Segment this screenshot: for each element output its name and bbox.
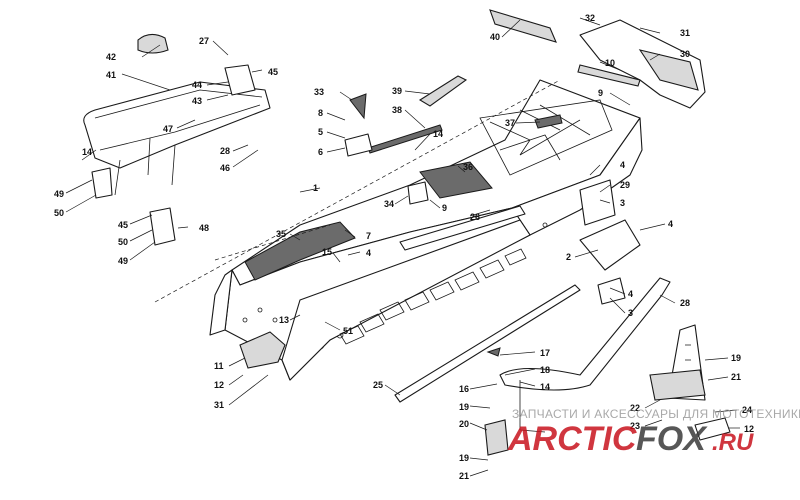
callout-31-lower: 31	[214, 400, 224, 410]
callout-4-d: 4	[366, 248, 371, 258]
callout-24: 24	[742, 405, 752, 415]
callout-49-left: 49	[54, 189, 64, 199]
callout-14-lower: 14	[540, 382, 550, 392]
callout-36: 36	[463, 162, 473, 172]
callout-6: 6	[318, 147, 323, 157]
callout-9-mid: 9	[442, 203, 447, 213]
rear-hitch-assembly	[484, 277, 731, 456]
callout-7: 7	[366, 231, 371, 241]
callout-41: 41	[106, 70, 116, 80]
callout-18: 18	[540, 365, 550, 375]
callout-51: 51	[343, 326, 353, 336]
callout-38: 38	[392, 105, 402, 115]
callout-19-a: 19	[459, 402, 469, 412]
callout-5: 5	[318, 127, 323, 137]
callout-numbers: 42 41 27 44 43 45 47 28 46 14 49 50 45 5…	[54, 13, 754, 481]
watermark-logo-arctic: ARCTIC	[507, 420, 637, 458]
callout-30: 30	[680, 49, 690, 59]
callout-1: 1	[313, 183, 318, 193]
callout-43: 43	[192, 96, 202, 106]
callout-48: 48	[199, 223, 209, 233]
callout-21-left: 21	[459, 471, 469, 481]
callout-10: 10	[605, 58, 615, 68]
callout-19-c: 19	[731, 353, 741, 363]
callout-21-right: 21	[731, 372, 741, 382]
callout-19-b: 19	[459, 453, 469, 463]
callout-3-lower: 3	[628, 308, 633, 318]
callout-12-right: 12	[744, 424, 754, 434]
lower-front-parts	[239, 219, 641, 369]
tunnel-chassis	[154, 79, 643, 403]
callout-4-b: 4	[668, 219, 673, 229]
callout-34: 34	[384, 199, 394, 209]
callout-28-right: 28	[680, 298, 690, 308]
callout-15: 15	[322, 247, 332, 257]
callout-32: 32	[585, 13, 595, 23]
callout-2: 2	[566, 252, 571, 262]
watermark-tagline: ЗАПЧАСТИ И АКСЕССУАРЫ ДЛЯ МОТОТЕХНИКИ	[512, 407, 800, 421]
callout-9-top: 9	[598, 88, 603, 98]
callout-4-a: 4	[620, 160, 625, 170]
callout-17: 17	[540, 348, 550, 358]
callout-31-top: 31	[680, 28, 690, 38]
callout-8: 8	[318, 108, 323, 118]
callout-42: 42	[106, 52, 116, 62]
callout-47: 47	[163, 124, 173, 134]
callout-26: 26	[470, 212, 480, 222]
callout-29: 29	[620, 180, 630, 190]
watermark-logo-fox: FOX	[636, 420, 708, 458]
callout-35: 35	[276, 229, 286, 239]
callout-45-lower: 45	[118, 220, 128, 230]
callout-49-lower: 49	[118, 256, 128, 266]
callout-50-lower: 50	[118, 237, 128, 247]
callout-25: 25	[373, 380, 383, 390]
callout-3-top: 3	[620, 198, 625, 208]
callout-37: 37	[505, 118, 515, 128]
watermark-logo-tld: .RU	[712, 429, 754, 456]
callout-40: 40	[490, 32, 500, 42]
callout-4-c: 4	[628, 289, 633, 299]
leader-lines	[65, 17, 740, 477]
callout-27: 27	[199, 36, 209, 46]
rear-flap-assembly	[489, 9, 706, 109]
watermark: ЗАПЧАСТИ И АКСЕССУАРЫ ДЛЯ МОТОТЕХНИКИ AR…	[507, 407, 800, 458]
callout-44: 44	[192, 80, 202, 90]
upper-small-parts	[344, 75, 616, 226]
callout-14-left: 14	[82, 147, 92, 157]
front-bumper-assembly	[83, 33, 271, 246]
callout-23: 23	[630, 421, 640, 431]
callout-12-left: 12	[214, 380, 224, 390]
callout-45-top: 45	[268, 67, 278, 77]
callout-20: 20	[459, 419, 469, 429]
callout-28-left: 28	[220, 146, 230, 156]
callout-16: 16	[459, 384, 469, 394]
callout-14-mid: 14	[433, 129, 443, 139]
callout-50-left: 50	[54, 208, 64, 218]
callout-33: 33	[314, 87, 324, 97]
callout-46: 46	[220, 163, 230, 173]
callout-11: 11	[214, 361, 224, 371]
callout-13: 13	[279, 315, 289, 325]
callout-39: 39	[392, 86, 402, 96]
callout-22: 22	[630, 403, 640, 413]
